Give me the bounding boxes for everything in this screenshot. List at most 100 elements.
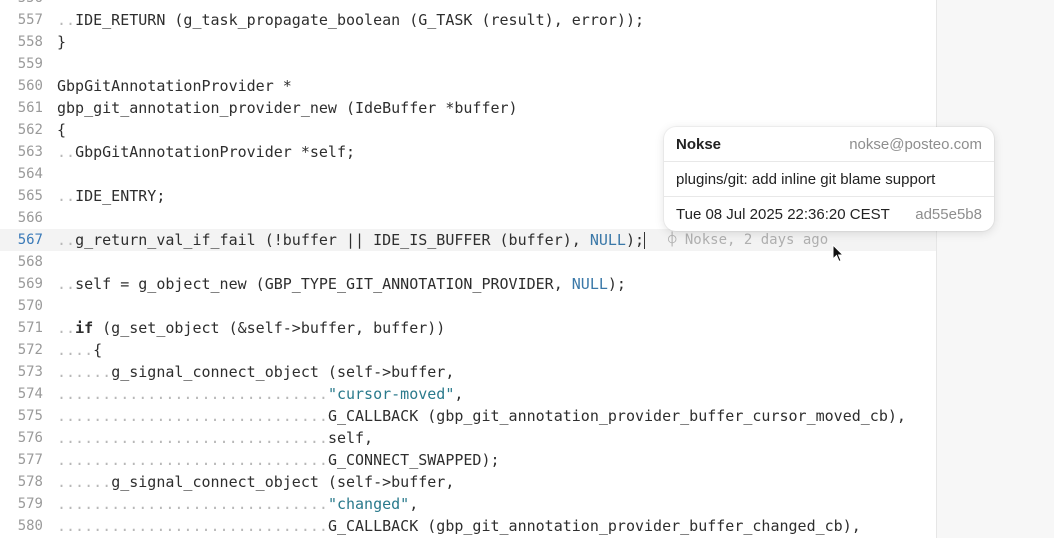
string-literal: "cursor-moved" [327,385,455,403]
code-line[interactable]: 563..GbpGitAnnotationProvider *self; [0,141,936,163]
code-text: g_signal_connect_object (self->buffer, [111,363,455,381]
string-literal: "changed" [327,495,410,513]
code-line[interactable]: 559 [0,53,936,75]
blame-text: Nokse, 2 days ago [684,232,829,248]
whitespace-dots: .. [57,143,76,161]
code-line[interactable]: 576..............................self, [0,427,936,449]
whitespace-dots: .. [57,319,76,337]
line-code: .............................."cursor-mo… [57,383,463,405]
whitespace-dots: .............................. [57,517,328,535]
whitespace-dots: .............................. [57,451,328,469]
code-text: GbpGitAnnotationProvider * [57,77,292,95]
line-number[interactable]: 556 [0,0,43,9]
line-number[interactable]: 572 [17,342,43,358]
line-number[interactable]: 580 [17,518,43,534]
line-number[interactable]: 559 [17,56,43,72]
code-line[interactable]: 557..IDE_RETURN (g_task_propagate_boolea… [0,9,936,31]
line-number[interactable]: 576 [17,430,43,446]
line-code: gbp_git_annotation_provider_new (IdeBuff… [57,97,518,119]
whitespace-dots: .. [57,11,76,29]
code-text: g_return_val_if_fail (!buffer || IDE_IS_… [75,231,590,249]
code-line[interactable]: 574 .............................."cursor… [0,383,936,405]
code-line[interactable]: 573......g_signal_connect_object (self->… [0,361,936,383]
code-text: IDE_RETURN (g_task_propagate_boolean (G_… [75,11,645,29]
popover-date-row: Tue 08 Jul 2025 22:36:20 CEST ad55e5b8 [664,197,994,231]
popover-message-row: plugins/git: add inline git blame suppor… [664,162,994,197]
code-text: G_CALLBACK (gbp_git_annotation_provider_… [327,407,906,425]
line-number[interactable]: 562 [17,122,43,138]
constant: NULL [571,275,608,293]
line-number[interactable]: 566 [17,210,43,226]
commit-email[interactable]: nokse@posteo.com [849,135,982,153]
code-line[interactable]: 558} [0,31,936,53]
line-number[interactable]: 568 [17,254,43,270]
keyword: if [75,319,94,337]
line-code: ..self = g_object_new (GBP_TYPE_GIT_ANNO… [57,273,626,295]
code-text: G_CONNECT_SWAPPED); [327,451,500,469]
code-text: g_signal_connect_object (self->buffer, [111,473,455,491]
code-line[interactable]: 556 [0,0,936,9]
code-text: ); [607,275,626,293]
commit-author: Nokse [676,135,722,153]
line-number[interactable]: 557 [17,12,43,28]
line-number[interactable]: 577 [17,452,43,468]
code-line[interactable]: 570 [0,295,936,317]
whitespace-dots: .............................. [57,429,328,447]
overview-map[interactable] [936,0,1054,538]
line-code: ..IDE_RETURN (g_task_propagate_boolean (… [57,9,644,31]
code-editor[interactable]: 556557..IDE_RETURN (g_task_propagate_boo… [0,0,936,538]
code-line[interactable]: 564 [0,163,936,185]
line-code: ..g_return_val_if_fail (!buffer || IDE_I… [57,229,646,251]
code-line[interactable]: 569 ..self = g_object_new (GBP_TYPE_GIT_A… [0,273,936,295]
line-number[interactable]: 574 [17,386,43,402]
whitespace-dots: ...... [57,363,112,381]
code-text: IDE_ENTRY; [75,187,166,205]
line-number[interactable]: 560 [17,78,43,94]
code-line[interactable]: 572 ....{ [0,339,936,361]
line-number[interactable]: 571 [17,320,43,336]
line-code: ......g_signal_connect_object (self->buf… [57,361,454,383]
line-code: { [57,119,66,141]
blame-popover: Nokse nokse@posteo.com plugins/git: add … [664,127,994,231]
code-line[interactable]: 579.............................."change… [0,493,936,515]
constant: NULL [589,231,626,249]
code-text: G_CALLBACK (gbp_git_annotation_provider_… [327,517,861,535]
commit-hash[interactable]: ad55e5b8 [915,205,982,223]
text-caret [644,232,646,249]
whitespace-dots: .... [57,341,94,359]
code-line[interactable]: 568 [0,251,936,273]
commit-date: Tue 08 Jul 2025 22:36:20 CEST [676,205,890,223]
line-number[interactable]: 563 [17,144,43,160]
commit-icon: ⌽ [668,232,685,248]
code-line[interactable]: 578......g_signal_connect_object (self->… [0,471,936,493]
code-line[interactable]: 565..IDE_ENTRY; [0,185,936,207]
line-number[interactable]: 558 [17,34,43,50]
line-number[interactable]: 564 [17,166,43,182]
whitespace-dots: .. [57,231,76,249]
line-code: ....{ [57,339,102,361]
code-line[interactable]: 560 GbpGitAnnotationProvider * [0,75,936,97]
line-number[interactable]: 561 [17,100,43,116]
line-code: ..............................G_CONNECT_… [57,449,500,471]
line-code: ..if (g_set_object (&self->buffer, buffe… [57,317,445,339]
inline-blame[interactable]: ⌽ Nokse, 2 days ago [668,229,828,251]
line-number[interactable]: 579 [17,496,43,512]
code-line[interactable]: 567..g_return_val_if_fail (!buffer || ID… [0,229,936,251]
code-text: self, [327,429,374,447]
code-line[interactable]: 561 gbp_git_annotation_provider_new (IdeB… [0,97,936,119]
code-lines: 556557..IDE_RETURN (g_task_propagate_boo… [0,0,936,537]
line-number[interactable]: 565 [17,188,43,204]
code-line[interactable]: 562 { [0,119,936,141]
line-number[interactable]: 567 [17,232,43,248]
code-line[interactable]: 575..............................G_CALLB… [0,405,936,427]
line-number[interactable]: 573 [17,364,43,380]
code-line[interactable]: 571 ..if (g_set_object (&self->buffer, bu… [0,317,936,339]
code-line[interactable]: 577..............................G_CONNE… [0,449,936,471]
line-number[interactable]: 569 [17,276,43,292]
code-line[interactable]: 580..............................G_CALLB… [0,515,936,537]
code-line[interactable]: 566 [0,207,936,229]
line-number[interactable]: 570 [17,298,43,314]
line-number[interactable]: 578 [17,474,43,490]
code-text: , [454,385,464,403]
line-number[interactable]: 575 [17,408,43,424]
